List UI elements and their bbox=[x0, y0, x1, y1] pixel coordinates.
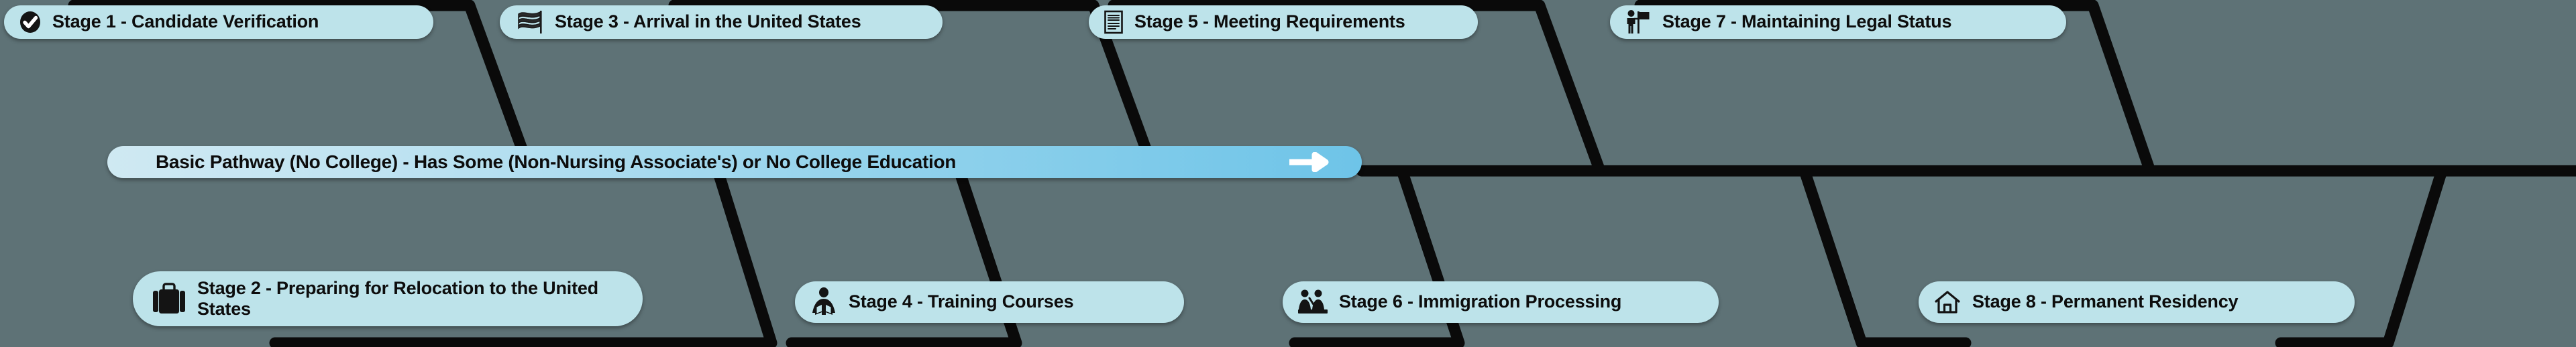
stage-pill-1[interactable]: Stage 1 - Candidate Verification bbox=[4, 5, 433, 39]
us-flag-icon bbox=[515, 9, 544, 35]
stage-pill-4-label: Stage 4 - Training Courses bbox=[849, 291, 1074, 312]
stage-pill-6-label: Stage 6 - Immigration Processing bbox=[1339, 291, 1622, 312]
stage-pill-3-label: Stage 3 - Arrival in the United States bbox=[555, 11, 861, 32]
suitcase-icon bbox=[152, 282, 186, 316]
basic-pathway-banner[interactable]: Basic Pathway (No College) - Has Some (N… bbox=[107, 146, 1362, 178]
stage-1-rest: - Candidate Verification bbox=[115, 11, 319, 32]
stage-1-lead: Stage 1 bbox=[52, 11, 116, 32]
home-outline-icon bbox=[1933, 289, 1962, 316]
check-circle-icon bbox=[19, 11, 42, 33]
two-people-at-desk-icon bbox=[1297, 289, 1328, 316]
stage-pill-7-label: Stage 7 - Maintaining Legal Status bbox=[1662, 11, 1952, 32]
stage-pill-2-label: Stage 2 - Preparing for Relocation to th… bbox=[197, 277, 598, 319]
stage-pill-8-label: Stage 8 - Permanent Residency bbox=[1972, 291, 2239, 312]
person-with-flag-icon bbox=[1625, 9, 1652, 35]
stage-pill-3[interactable]: Stage 3 - Arrival in the United States bbox=[500, 5, 943, 39]
stage-pill-7[interactable]: Stage 7 - Maintaining Legal Status bbox=[1610, 5, 2066, 39]
stage-pill-5-label: Stage 5 - Meeting Requirements bbox=[1134, 11, 1405, 32]
stage-pill-8[interactable]: Stage 8 - Permanent Residency bbox=[1919, 281, 2355, 323]
stage-pill-1-label: Stage 1 - Candidate Verification bbox=[52, 11, 319, 32]
document-list-icon bbox=[1104, 10, 1124, 34]
banner-label: Basic Pathway (No College) - Has Some (N… bbox=[156, 151, 957, 172]
person-reading-book-icon bbox=[810, 287, 838, 317]
stage-pill-5[interactable]: Stage 5 - Meeting Requirements bbox=[1089, 5, 1478, 39]
stage-pill-6[interactable]: Stage 6 - Immigration Processing bbox=[1283, 281, 1719, 323]
stage-pill-4[interactable]: Stage 4 - Training Courses bbox=[795, 281, 1184, 323]
stage-pill-2[interactable]: Stage 2 - Preparing for Relocation to th… bbox=[133, 271, 643, 326]
right-arrow-icon bbox=[1288, 152, 1331, 172]
